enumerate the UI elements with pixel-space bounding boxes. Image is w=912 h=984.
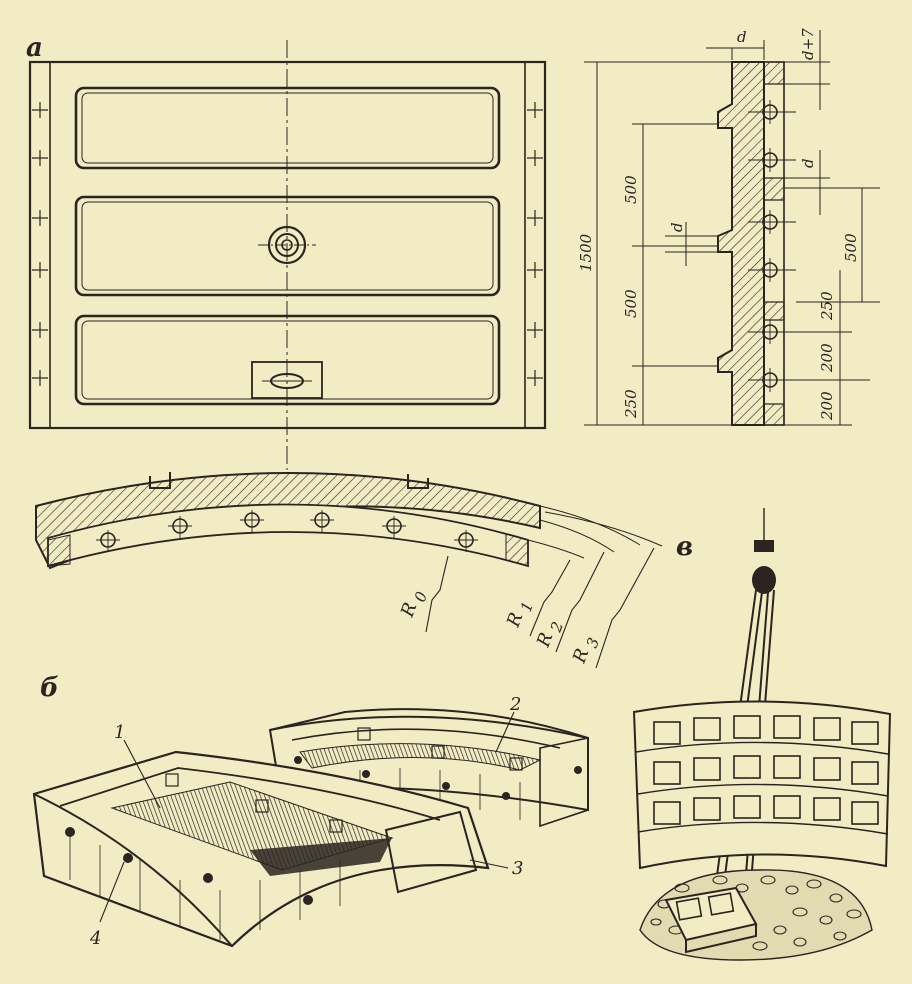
- isometric-view: б: [32, 673, 589, 949]
- dim-d-mid: d: [799, 158, 817, 168]
- svg-text:R: R: [503, 610, 528, 631]
- dim-upper-span: 500: [622, 175, 640, 204]
- dim-d-left: d: [668, 222, 686, 232]
- lifting-illustration: [632, 508, 892, 961]
- svg-text:0: 0: [411, 589, 431, 605]
- dim-total-height: 1500: [577, 233, 595, 272]
- radius-label-r1: R 1: [503, 599, 537, 630]
- svg-text:1: 1: [517, 599, 537, 614]
- section-view: 1500 500 500 250 d d d+7 d 500 250 200 2…: [577, 28, 880, 426]
- plan-view: а: [26, 33, 547, 470]
- radius-label-r0: R 0: [397, 589, 432, 621]
- panel-label-b: б: [40, 673, 59, 703]
- panel-label-v: в: [676, 532, 693, 562]
- dim-d-plus-7: d+7: [799, 28, 817, 60]
- dim-right-span: 500: [842, 233, 860, 262]
- curved-section-view: R 0 R 1 R 2 R 3 в: [35, 472, 693, 669]
- panel-label-a: а: [26, 33, 43, 63]
- callout-4: 4: [89, 928, 101, 949]
- dim-right-200a: 200: [818, 343, 836, 373]
- dim-right-200b: 200: [818, 391, 836, 421]
- callout-1: 1: [114, 722, 125, 743]
- dim-right-250: 250: [818, 291, 836, 321]
- svg-text:3: 3: [583, 635, 603, 650]
- radius-label-r2: R 2: [533, 619, 567, 650]
- callout-3: 3: [512, 858, 523, 879]
- svg-text:R: R: [569, 646, 594, 667]
- dim-d-top: d: [737, 28, 747, 46]
- dim-middle-span: 500: [622, 289, 640, 318]
- svg-text:R: R: [533, 630, 558, 651]
- svg-text:2: 2: [547, 619, 568, 635]
- svg-text:R: R: [397, 600, 422, 621]
- callout-2: 2: [509, 694, 521, 715]
- dim-lower-span: 250: [622, 389, 640, 419]
